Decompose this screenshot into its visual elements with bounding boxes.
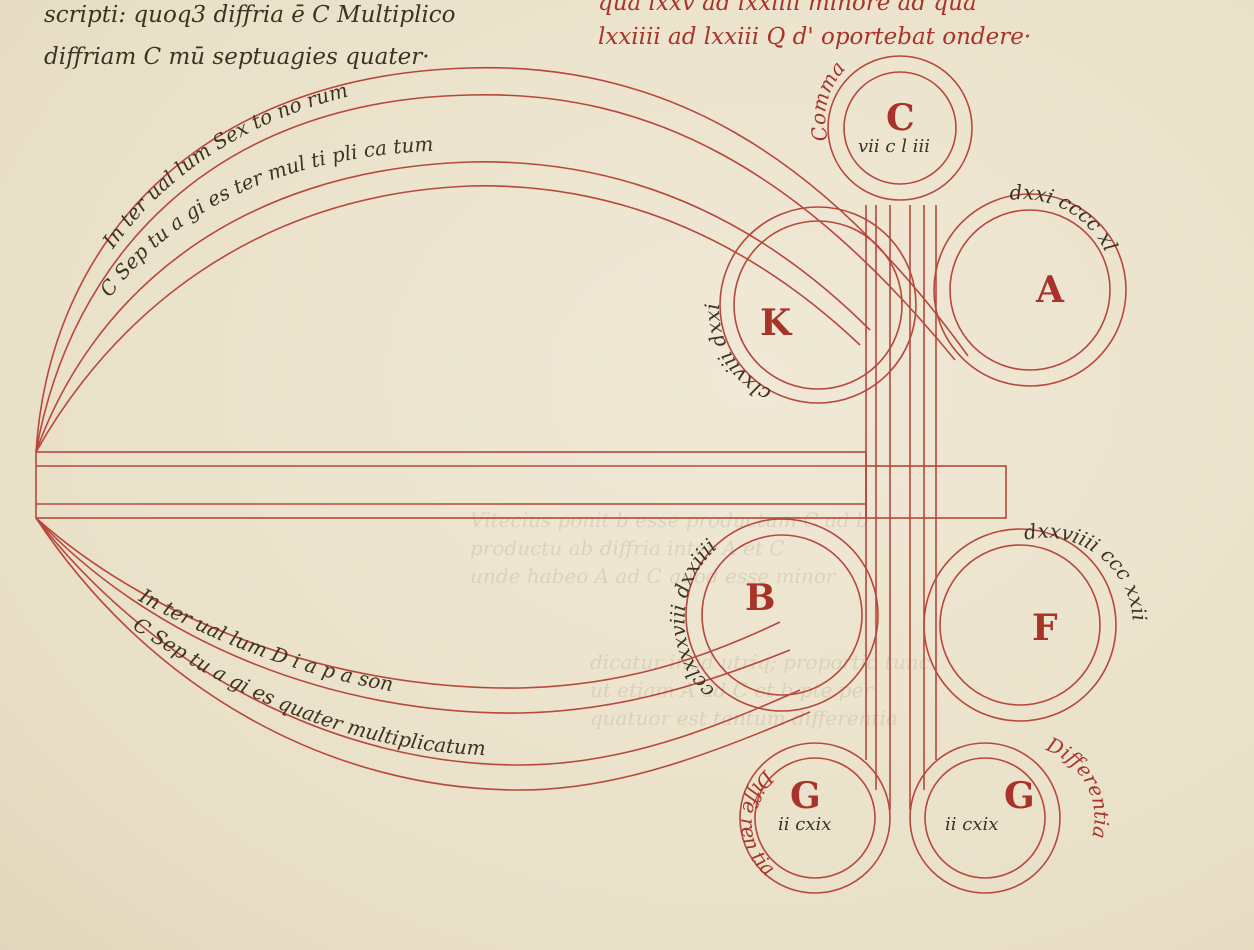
letter-f: F xyxy=(1032,607,1058,649)
circle-b: B cclxxxviii dxxiiii xyxy=(665,518,879,712)
text-top-left-line-2: diffriam C mū septuagies quater· xyxy=(44,44,430,70)
value-g-left: ii cxix xyxy=(778,814,831,835)
text-top-right-line-2: lxxiiii ad lxxiii Q d' oportebat ondere· xyxy=(598,24,1032,50)
circle-c: C vii c l iii Comma xyxy=(806,55,973,201)
horizontal-bar xyxy=(35,451,1007,519)
letter-a: A xyxy=(1035,269,1065,311)
value-g-right: ii cxix xyxy=(945,814,998,835)
letter-k: K xyxy=(760,302,793,344)
letter-g-left: G xyxy=(790,775,821,817)
circle-f: F dxxviiii ccc xxii xyxy=(923,519,1152,722)
svg-text:C Sep tu a gi es quater multip: C Sep tu a gi es quater multiplicatum xyxy=(129,612,486,760)
vertical-stems xyxy=(865,205,937,810)
lower-arc-inner-label: C Sep tu a gi es quater multiplicatum xyxy=(129,612,486,760)
letter-b: B xyxy=(745,577,775,619)
value-c: vii c l iii xyxy=(858,136,930,157)
letter-g-right: G xyxy=(1004,775,1035,817)
letter-c: C xyxy=(886,97,915,139)
text-top-left-line-1: scripti: quoq3 diffria ē C Multiplico xyxy=(44,2,456,28)
circle-g-right: G ii cxix Differentia xyxy=(909,732,1114,894)
circle-a: A dxxi cccc xl xyxy=(933,180,1127,387)
circle-g-left: G ii cxix Diffe ren tia xyxy=(736,742,891,894)
ring-label-g-left: Diffe ren tia xyxy=(736,766,780,881)
show-through-text-right: dicatur inqd utriq; proportio tunc ut et… xyxy=(590,650,930,730)
lower-arcs xyxy=(35,517,811,791)
text-top-right-line-1: qua lxxv ad lxxiiii minore ad qua xyxy=(598,0,977,16)
circle-k: K clxviii dxxi xyxy=(700,206,917,407)
svg-text:Diffe ren tia: Diffe ren tia xyxy=(736,766,780,881)
